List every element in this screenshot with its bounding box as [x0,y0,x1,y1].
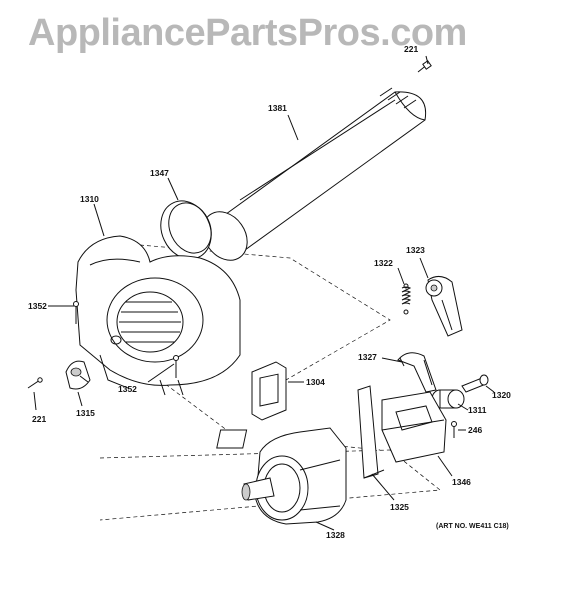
exhaust-duct-1381[interactable] [194,87,427,269]
bracket-1346[interactable] [381,391,447,463]
pad-1304[interactable] [251,361,287,421]
callout-1311: 1311 [468,405,487,415]
motor-1328[interactable] [216,427,347,525]
callout-1347: 1347 [150,168,169,178]
idler-arm-1323[interactable] [425,276,463,337]
clip-1327[interactable] [397,352,437,393]
callout-1327: 1327 [358,352,377,362]
callout-1323: 1323 [406,245,425,255]
callout-1328: 1328 [326,530,345,540]
callout-1322: 1322 [374,258,393,268]
callout-1346: 1346 [452,477,471,487]
callout-221-left: 221 [32,414,47,424]
callout-1325: 1325 [390,502,409,512]
callout-1320: 1320 [492,390,511,400]
motor-mount-1325[interactable] [357,385,385,479]
blower-wheel-1315[interactable] [65,360,91,390]
art-number: (ART NO. WE411 C18) [436,523,509,530]
screw-1352-left[interactable] [73,301,79,325]
callout-1304: 1304 [306,377,325,387]
spring-1322[interactable] [401,283,412,315]
screw-221-top[interactable] [417,60,432,73]
callout-1381: 1381 [268,103,287,113]
blower-housing-1310[interactable] [75,235,241,396]
shaft-1320[interactable] [461,374,489,393]
leader-lines [33,55,495,531]
callout-221-top: 221 [404,44,419,54]
screw-221-left[interactable] [27,377,43,389]
screw-246[interactable] [451,421,457,439]
callout-246: 246 [468,425,483,435]
screw-1352-bottom[interactable] [173,355,179,379]
callout-1310: 1310 [80,194,99,204]
callout-1352-left: 1352 [28,301,47,311]
callout-1315: 1315 [76,408,95,418]
callout-1352-bottom: 1352 [118,384,137,394]
watermark: AppliancePartsPros.com [28,12,467,54]
duct-ring-1347[interactable] [152,193,221,268]
